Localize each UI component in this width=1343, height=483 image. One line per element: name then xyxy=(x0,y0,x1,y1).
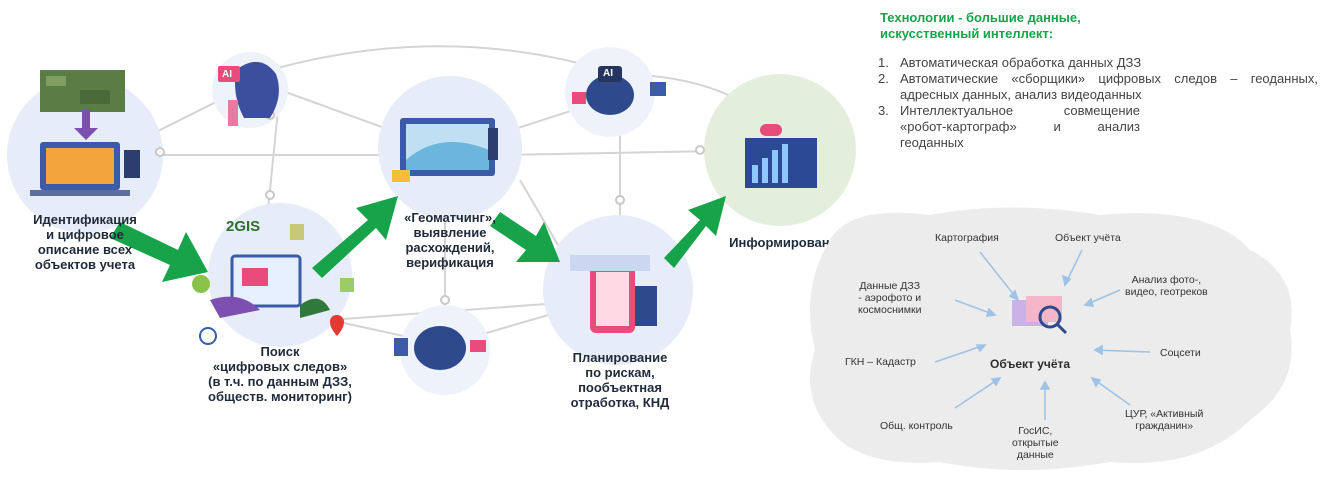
stage-planning-line: пообъектная xyxy=(578,380,662,395)
source-object: Объект учёта xyxy=(1055,232,1121,244)
magnifier-map-icon xyxy=(192,275,210,293)
source-cur-line: ЦУР, «Активный xyxy=(1125,408,1204,420)
tech-list-item: 2. Автоматические «сборщики» цифровых сле… xyxy=(878,71,1318,103)
building-icon xyxy=(290,224,304,240)
arrow-to-planning-icon xyxy=(490,212,560,262)
stage-geomatching-line: выявление xyxy=(413,225,487,240)
stage-planning-line: по рискам, xyxy=(585,365,655,380)
stage-informing-line: Информирование xyxy=(729,235,845,250)
tech-title-line: искусственный интеллект: xyxy=(880,26,1054,41)
center-object-icon xyxy=(1012,296,1068,335)
source-public-control: Общ. контроль xyxy=(880,420,953,432)
map-pin-icon xyxy=(330,315,344,336)
globe-icon xyxy=(199,327,217,345)
ai-badge-head: AI xyxy=(222,69,232,80)
stage-identification-line: Идентификация xyxy=(33,212,137,227)
source-gosis-line: открытые xyxy=(1012,437,1059,449)
tech-item-text: Автоматическая обработка данных ДЗЗ xyxy=(900,55,1142,70)
source-arrows xyxy=(934,249,1151,420)
source-photo-analysis-line: Анализ фото-, xyxy=(1131,274,1202,286)
source-photo-analysis: Анализ фото-, видео, геотреков xyxy=(1125,274,1208,298)
source-photo-analysis-line: видео, геотреков xyxy=(1125,286,1208,298)
stage-identification-line: описание всех xyxy=(37,242,133,257)
tech-list: 1. Автоматическая обработка данных ДЗЗ 2.… xyxy=(878,55,1318,151)
arrow-to-search-icon xyxy=(110,222,208,282)
center-object-label: Объект учёта xyxy=(990,357,1071,371)
source-cartography: Картография xyxy=(935,232,999,244)
stage-planning-line: отработка, КНД xyxy=(570,395,670,410)
ai-brain-illustration xyxy=(572,66,666,115)
tech-list-item: 1. Автоматическая обработка данных ДЗЗ xyxy=(878,55,1318,71)
tech-title: Технологии - большие данные, искусственн… xyxy=(880,10,1180,42)
ai-badge-brain: AI xyxy=(603,68,613,79)
stage-geomatching-line: «Геоматчинг», xyxy=(404,210,496,225)
source-cur: ЦУР, «Активный гражданин» xyxy=(1125,408,1203,432)
source-dzz: Данные ДЗЗ - аэрофото и космоснимки xyxy=(858,280,921,316)
geomatching-illustration xyxy=(392,118,498,182)
source-socials: Соцсети xyxy=(1160,347,1201,359)
stage-planning-line: Планирование xyxy=(572,350,668,365)
tech-item-text: Автоматические «сборщики» цифровых следо… xyxy=(900,71,1318,102)
source-gosis-line: данные xyxy=(1016,449,1054,461)
planning-illustration xyxy=(570,255,657,333)
logo-2gis: 2GIS xyxy=(226,218,261,235)
stage-geomatching-line: расхождений, xyxy=(405,240,495,255)
stage-search-line: общеcтв. мониторинг) xyxy=(208,389,352,404)
stage-search-line: «цифровых следов» xyxy=(212,359,348,374)
informing-illustration xyxy=(745,124,817,188)
id-card-icon xyxy=(340,278,354,292)
brain-illustration xyxy=(394,326,486,370)
source-dzz-line: - аэрофото и xyxy=(858,292,922,304)
tech-item-number: 2. xyxy=(878,71,889,86)
stage-search-line: Поиск xyxy=(260,344,300,359)
arrow-to-informing-icon xyxy=(664,196,726,268)
stage-identification-label: Идентификация и цифровое описание всех о… xyxy=(15,212,155,272)
search-side-icons xyxy=(192,224,354,345)
tech-title-line: Технологии - большие данные, xyxy=(880,10,1081,25)
tech-item-text: Интеллектуальное совмещение «робот-карто… xyxy=(900,103,1140,150)
identification-illustration xyxy=(30,70,140,196)
source-gosis: ГосИС, открытые данные xyxy=(1012,425,1059,461)
stage-identification-line: объектов учета xyxy=(34,257,136,272)
tech-item-number: 3. xyxy=(878,103,889,118)
stage-planning-label: Планирование по рискам, пообъектная отра… xyxy=(545,350,695,410)
source-gosis-line: ГосИС, xyxy=(1018,425,1053,437)
source-dzz-line: космоснимки xyxy=(858,304,922,316)
stage-search-label: Поиск «цифровых следов» (в т.ч. по данны… xyxy=(180,344,380,404)
source-dzz-line: Данные ДЗЗ xyxy=(859,280,921,292)
stage-search-line: (в т.ч. по данным ДЗЗ, xyxy=(208,374,352,389)
tech-item-number: 1. xyxy=(878,55,889,70)
ai-head-illustration xyxy=(218,61,279,126)
search-illustration xyxy=(210,254,330,318)
source-cur-line: гражданин» xyxy=(1135,420,1194,432)
cloud-shape xyxy=(810,207,1292,470)
arrow-to-geomatching-icon xyxy=(312,196,398,278)
stage-informing-label: Информирование xyxy=(712,235,862,250)
stage-geomatching-line: верификация xyxy=(406,255,494,270)
stage-identification-line: и цифровое xyxy=(46,227,124,242)
stage-geomatching-label: «Геоматчинг», выявление расхождений, вер… xyxy=(375,210,525,270)
tech-list-item: 3. Интеллектуальное совмещение «робот-кар… xyxy=(878,103,1318,151)
flow-arrows xyxy=(110,196,726,282)
source-gkn: ГКН – Кадастр xyxy=(845,356,916,368)
